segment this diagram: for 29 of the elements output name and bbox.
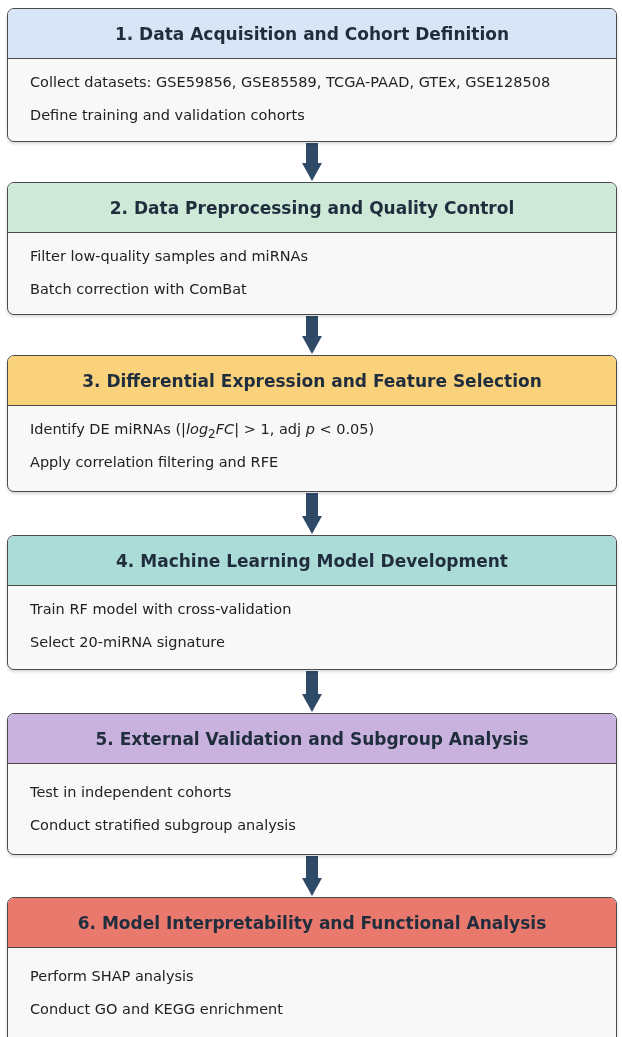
- step-card: [7, 535, 617, 670]
- step-description: Collect datasets: GSE59856, GSE85589, TCGA-PAAD, GTEx, GSE128508: [30, 74, 551, 90]
- step-card: [7, 713, 617, 855]
- step-title: 4. Machine Learning Model Development: [8, 536, 616, 586]
- step-description: Perform SHAP analysis: [30, 968, 194, 984]
- step-card: [7, 182, 617, 315]
- arrow: [302, 671, 322, 712]
- arrow: [302, 493, 322, 534]
- step-card: [7, 897, 617, 1037]
- step-description: Select 20-miRNA signature: [30, 634, 225, 650]
- step-card: [7, 355, 617, 492]
- step-description: Conduct stratified subgroup analysis: [30, 817, 296, 833]
- step-title: 3. Differential Expression and Feature Selection: [8, 356, 616, 406]
- step-description: Test in independent cohorts: [30, 784, 232, 800]
- arrow: [302, 856, 322, 896]
- step-description: Define training and validation cohorts: [30, 107, 305, 123]
- step-description: Conduct GO and KEGG enrichment: [30, 1001, 283, 1017]
- step-title: 5. External Validation and Subgroup Analysis: [8, 714, 616, 764]
- step-description: Batch correction with ComBat: [30, 281, 247, 297]
- step-title: 1. Data Acquisition and Cohort Definition: [8, 9, 616, 59]
- step-description: Identify DE miRNAs (|log$_{2}$FC| > 1, adj p < 0.05): [30, 421, 375, 441]
- step-description: Train RF model with cross-validation: [30, 601, 292, 617]
- step-title: 2. Data Preprocessing and Quality Control: [8, 183, 616, 233]
- step-card: [7, 8, 617, 142]
- step-title: 6. Model Interpretability and Functional Analysis: [8, 898, 616, 948]
- step-description: Apply correlation filtering and RFE: [30, 454, 279, 470]
- step-description: Filter low-quality samples and miRNAs: [30, 248, 309, 264]
- arrow: [302, 316, 322, 354]
- arrow: [302, 143, 322, 181]
